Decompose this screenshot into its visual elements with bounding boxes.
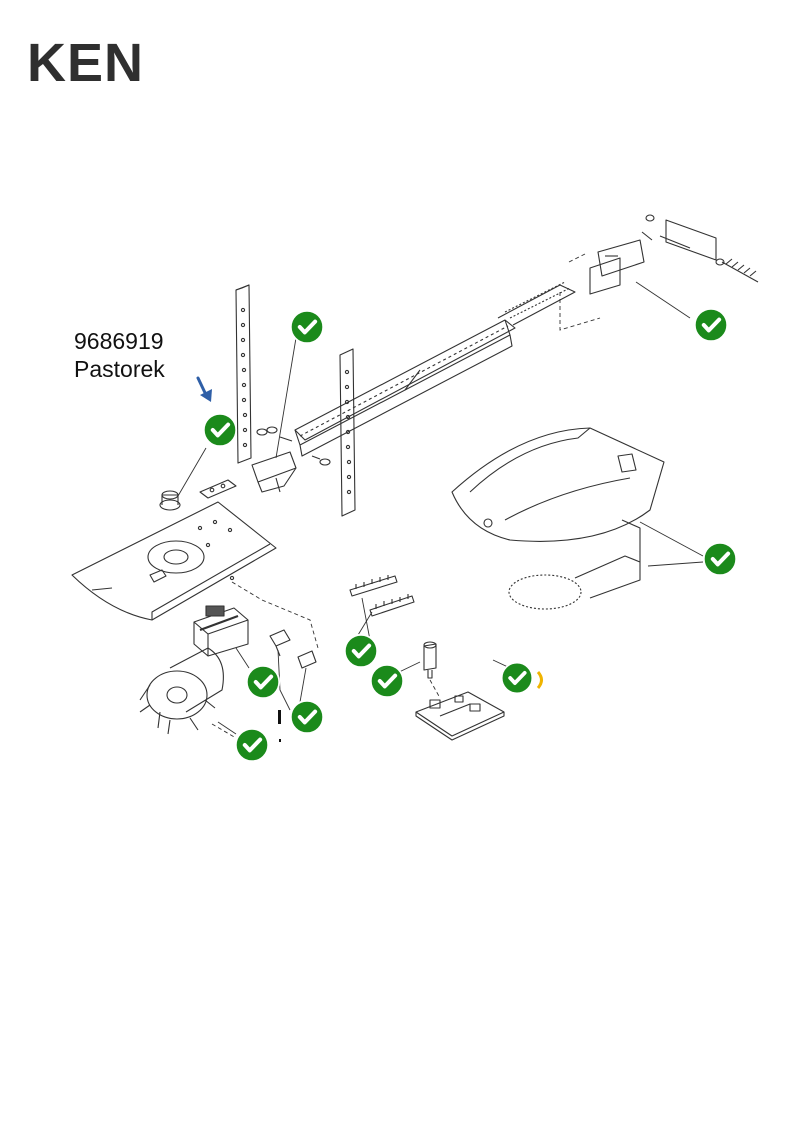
check-circle-icon <box>291 311 323 343</box>
vertical-bracket-left <box>235 284 252 464</box>
rail-assembly <box>294 281 576 457</box>
part-label: 9686919 Pastorek <box>74 327 165 383</box>
leader-lines <box>177 253 704 739</box>
check-circle-icon <box>236 729 268 761</box>
diffuser-ring <box>508 519 641 610</box>
chain-segments <box>349 575 415 617</box>
wall-bracket <box>589 214 759 295</box>
check-circle-icon <box>204 414 236 446</box>
carriage <box>251 451 297 493</box>
transformer <box>193 605 249 657</box>
part-code: 9686919 <box>74 328 164 354</box>
check-circle-icon <box>695 309 727 341</box>
plate-piece <box>199 479 237 499</box>
motor <box>139 647 224 735</box>
sprocket <box>159 490 181 511</box>
check-circle-icon <box>500 661 534 695</box>
control-board <box>415 691 505 741</box>
bulb-holder <box>423 641 437 679</box>
check-circle-icon <box>345 635 377 667</box>
part-name: Pastorek <box>74 356 165 382</box>
check-circle-icon <box>371 665 403 697</box>
vertical-bracket-right <box>339 348 356 517</box>
brand-logo-text: KEN <box>27 33 145 93</box>
fasteners <box>256 426 331 466</box>
label-fragments <box>278 671 543 742</box>
cover-housing <box>451 427 665 542</box>
check-circle-icon <box>704 543 736 575</box>
arrow-down-right-icon <box>196 376 212 402</box>
check-circle-icon <box>291 701 323 733</box>
check-circle-icon <box>247 666 279 698</box>
switch-parts <box>269 629 317 669</box>
base-plate <box>71 501 277 621</box>
